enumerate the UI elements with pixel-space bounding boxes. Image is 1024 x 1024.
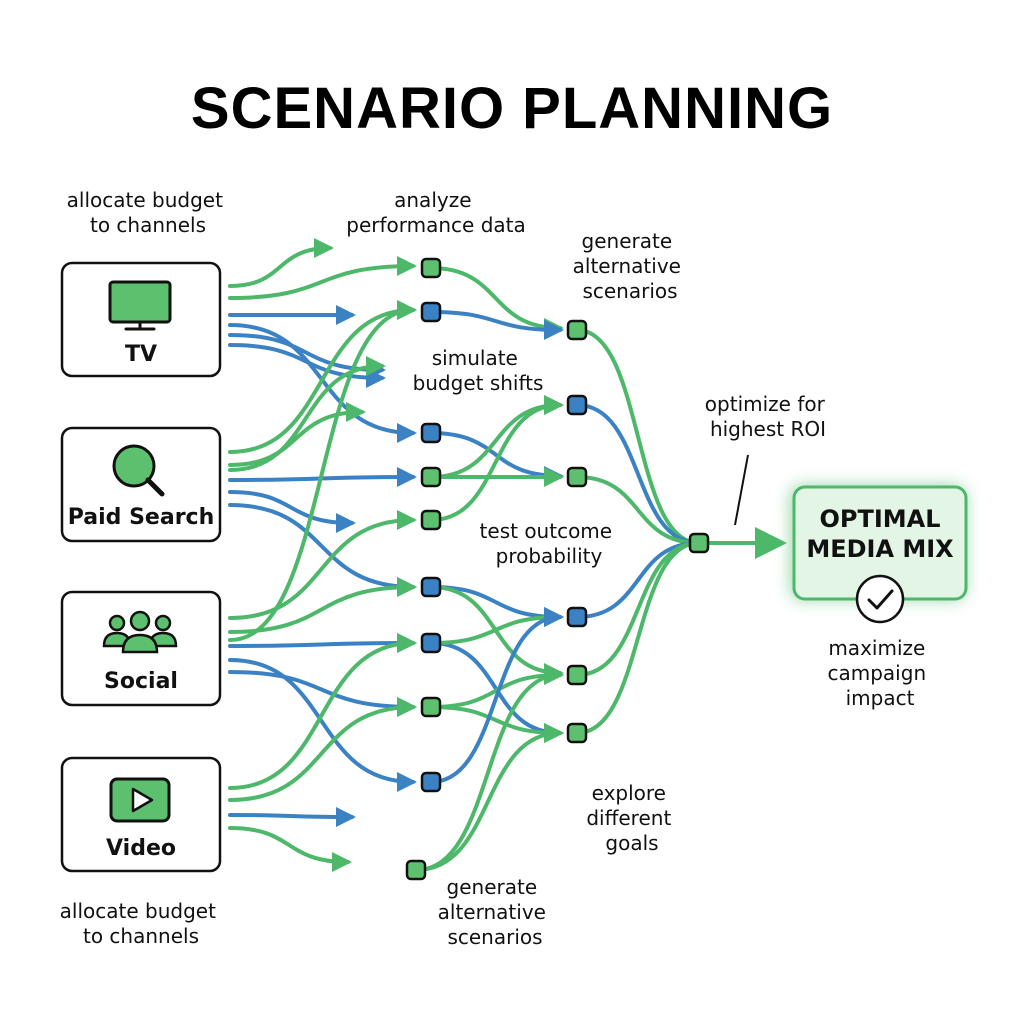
search-icon	[112, 444, 165, 497]
play-icon	[109, 777, 171, 823]
annotation-explore: explore different goals	[586, 781, 677, 855]
flow-arrow	[575, 541, 701, 735]
flow-node	[566, 466, 588, 488]
output-arrow-head	[755, 527, 787, 559]
flow-node	[566, 394, 588, 416]
channel-card-paid-search: Paid Search	[60, 426, 222, 543]
flow-arrow	[414, 723, 564, 872]
flow-arrow	[228, 826, 352, 872]
flow-node	[566, 664, 588, 686]
flow-arrow	[228, 806, 356, 827]
optimize-pointer-line	[734, 454, 749, 526]
channel-label-tv: TV	[125, 342, 157, 367]
flow-arrow	[429, 641, 564, 743]
flow-arrow	[429, 431, 564, 486]
channel-label-paid-search: Paid Search	[68, 505, 215, 530]
flow-arrow	[228, 490, 356, 533]
flow-arrow	[429, 395, 564, 522]
flow-arrow	[228, 633, 417, 654]
flow-node	[405, 859, 427, 881]
annotation-optimize: optimize for highest ROI	[705, 392, 831, 441]
flow-arrow	[228, 670, 417, 717]
flow-arrow	[575, 403, 701, 545]
flow-arrow	[228, 343, 386, 388]
annotation-test: test outcome probability	[480, 519, 619, 568]
flow-node	[420, 632, 442, 654]
page-title: SCENARIO PLANNING	[191, 76, 833, 141]
flow-arrow	[429, 310, 564, 340]
flow-arrow	[228, 356, 386, 472]
flow-arrow	[228, 577, 417, 634]
flow-node	[566, 606, 588, 628]
flow-arrow	[575, 328, 701, 545]
flow-arrow	[429, 665, 564, 709]
optimal-media-mix-card: OPTIMAL MEDIA MIX	[790, 485, 968, 624]
annotation-analyze: analyze performance data	[346, 188, 526, 237]
flow-arrow	[228, 503, 417, 597]
flow-arrow	[575, 475, 701, 545]
flow-node	[420, 771, 442, 793]
flow-node	[420, 257, 442, 279]
flow-arrow	[228, 633, 417, 790]
output-title-line-2: MEDIA MIX	[806, 535, 954, 563]
output-title-line-1: OPTIMAL	[819, 505, 940, 533]
flow-arrow	[414, 665, 564, 872]
flow-node	[420, 301, 442, 323]
flow-arrow	[429, 705, 564, 743]
people-icon	[102, 610, 178, 654]
annotation-maximize: maximize campaign impact	[828, 636, 933, 710]
flow-arrow	[228, 300, 417, 642]
flow-edges	[228, 238, 787, 872]
flow-node	[420, 576, 442, 598]
flow-arrow	[228, 510, 417, 620]
channel-label-video: Video	[106, 836, 176, 861]
flow-nodes	[405, 257, 710, 881]
flow-node	[420, 466, 442, 488]
channel-card-social: Social	[60, 590, 222, 707]
flow-node	[420, 422, 442, 444]
flow-arrow	[429, 266, 564, 338]
tv-icon	[108, 280, 172, 331]
flow-node	[566, 319, 588, 341]
flow-node	[420, 696, 442, 718]
annotation-allocate-top: allocate budget to channels	[67, 188, 230, 237]
flow-node	[566, 722, 588, 744]
flow-node	[420, 509, 442, 531]
flow-arrow	[228, 300, 417, 454]
check-circle-icon	[855, 574, 905, 624]
channel-label-social: Social	[104, 669, 178, 694]
flow-arrow	[228, 238, 334, 288]
annotation-generate-top: generate alternative scenarios	[573, 229, 688, 303]
channel-card-tv: TV	[60, 261, 222, 378]
flow-arrow	[575, 541, 701, 619]
flow-arrow	[228, 256, 417, 300]
flow-arrow	[228, 658, 417, 792]
annotation-simulate: simulate budget shifts	[413, 346, 544, 395]
flow-node	[688, 532, 710, 554]
annotation-generate-bottom: generate alternative scenarios	[438, 875, 553, 949]
channel-card-video: Video	[60, 756, 222, 873]
flow-arrow	[228, 697, 417, 802]
flow-arrow	[429, 607, 564, 784]
annotation-allocate-bottom: allocate budget to channels	[60, 899, 223, 948]
flow-arrow	[429, 607, 564, 645]
